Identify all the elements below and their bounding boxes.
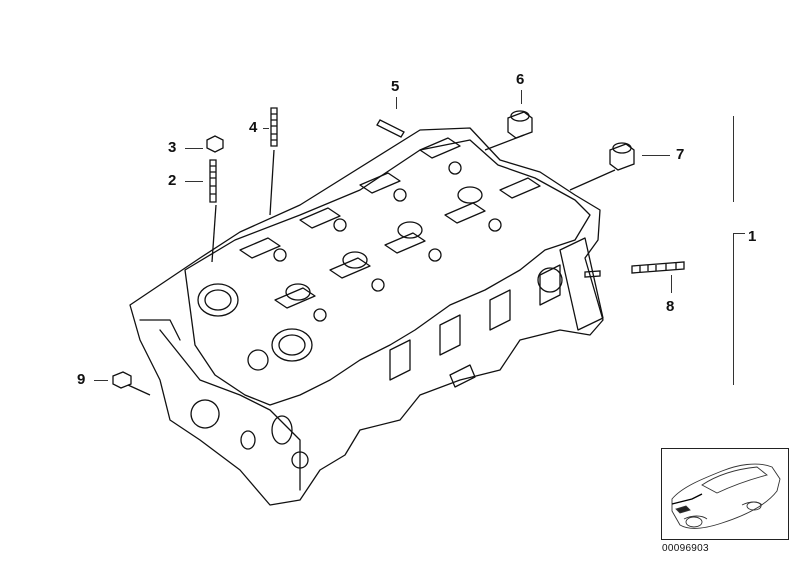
bracket-line — [733, 233, 734, 385]
upper-range-line — [733, 116, 734, 202]
nut-part-3 — [206, 135, 224, 153]
stud-part-4 — [270, 107, 278, 147]
plug-part-9 — [112, 371, 132, 389]
vehicle-thumbnail — [661, 448, 789, 540]
cam-bore-exhaust — [271, 328, 313, 362]
head-outline — [129, 127, 604, 506]
front-boss — [247, 349, 269, 371]
stud-part-2 — [209, 159, 217, 203]
bracket-top — [733, 233, 745, 234]
document-number: 00096903 — [662, 543, 709, 554]
callout-4[interactable]: 4 — [249, 119, 258, 136]
stud-part-8 — [631, 261, 685, 274]
callout-8[interactable]: 8 — [666, 298, 675, 315]
cam-bore-intake — [197, 283, 239, 317]
callout-9[interactable]: 9 — [77, 371, 86, 388]
car-silhouette-icon — [671, 463, 781, 529]
callout-7[interactable]: 7 — [676, 146, 685, 163]
callout-1[interactable]: 1 — [748, 228, 757, 245]
callout-2[interactable]: 2 — [168, 172, 177, 189]
callout-3[interactable]: 3 — [168, 139, 177, 156]
deck-edge — [184, 139, 591, 406]
callout-5[interactable]: 5 — [391, 78, 400, 95]
callout-6[interactable]: 6 — [516, 71, 525, 88]
dowel-part-5 — [376, 119, 405, 138]
